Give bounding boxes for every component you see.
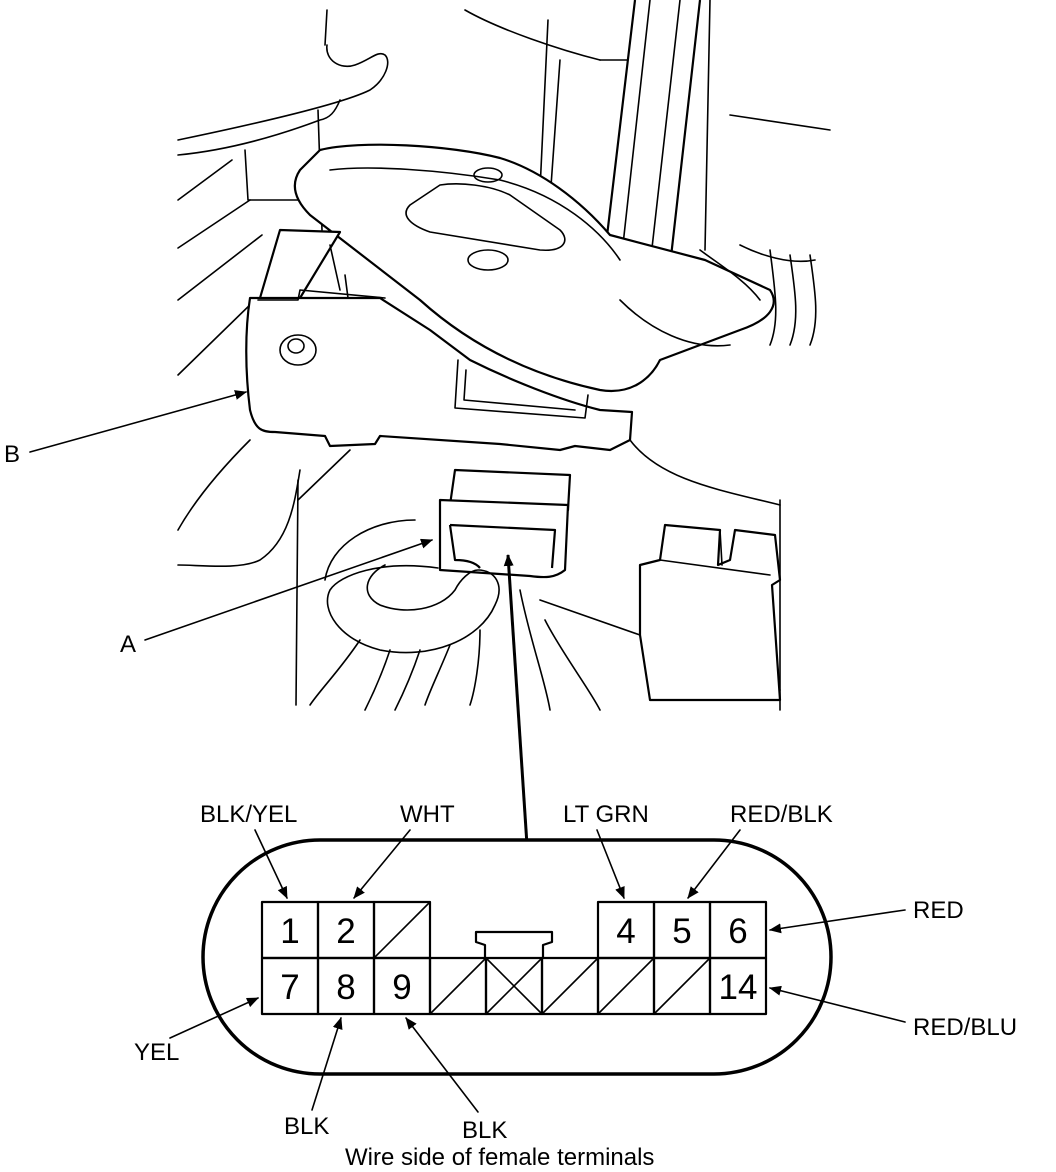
terminal-7-number: 7 [280, 968, 299, 1007]
terminal-6-number: 6 [728, 912, 747, 951]
callout-b: B [4, 390, 247, 468]
wire-leader-terminal-8 [311, 1017, 343, 1111]
terminal-2-number: 2 [336, 912, 355, 951]
cavity-3-empty [373, 901, 431, 959]
diagram-caption: Wire side of female terminals [345, 1144, 654, 1171]
vehicle-illustration [177, 0, 831, 711]
terminal-14-number: 14 [719, 968, 758, 1007]
wire-label-terminal-5: RED/BLK [730, 801, 833, 828]
wire-leader-terminal-5 [687, 829, 741, 899]
callout-a: A [120, 538, 433, 658]
wire-leader-terminal-2 [353, 829, 411, 899]
cavity-12-empty [541, 957, 599, 1015]
terminal-1-number: 1 [280, 912, 299, 951]
wire-label-terminal-8: BLK [284, 1113, 329, 1140]
terminal-8-number: 8 [336, 968, 355, 1007]
callout-b-label: B [4, 441, 20, 468]
wire-label-terminal-14: RED/BLU [913, 1014, 1017, 1041]
background-structure [177, 0, 831, 711]
cavity-13b-empty [653, 957, 711, 1015]
wire-leader-terminal-1 [254, 829, 288, 899]
terminal-4-number: 4 [616, 912, 635, 951]
locking-tab [474, 930, 554, 958]
wire-leader-terminal-9 [405, 1017, 479, 1113]
cavity-10-empty [429, 957, 487, 1015]
wire-labels: BLK/YEL WHT LT GRN RED/BLK RED RED/BLU Y… [134, 801, 1017, 1144]
wire-label-terminal-2: WHT [400, 801, 455, 828]
wire-label-terminal-4: LT GRN [563, 801, 649, 828]
control-unit [245, 228, 634, 452]
wire-leader-terminal-7 [169, 997, 259, 1039]
wire-leader-terminal-4 [596, 829, 625, 899]
terminal-5-number: 5 [672, 912, 691, 951]
cavity-13a-empty [597, 957, 655, 1015]
harness-connector [309, 468, 572, 711]
wire-label-terminal-9: BLK [462, 1117, 507, 1144]
side-bracket [638, 523, 782, 702]
terminal-9-number: 9 [392, 968, 411, 1007]
wire-label-terminal-6: RED [913, 897, 964, 924]
wire-label-terminal-1: BLK/YEL [200, 801, 297, 828]
view-pointer-arrow [503, 554, 529, 846]
mounting-bracket [293, 143, 817, 393]
connector-face-view: 1 2 4 5 6 7 8 9 14 [201, 838, 833, 1076]
callout-a-leader [144, 538, 433, 641]
wire-label-terminal-7: YEL [134, 1039, 179, 1066]
wire-leader-terminal-14 [769, 985, 906, 1023]
callout-b-leader [29, 390, 247, 453]
callout-a-label: A [120, 631, 136, 658]
wire-leader-terminal-6 [769, 909, 906, 934]
